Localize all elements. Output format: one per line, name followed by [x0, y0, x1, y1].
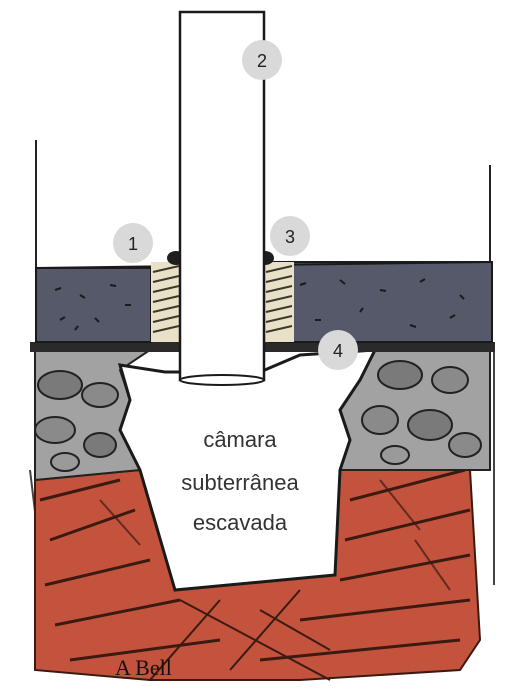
- gravel-layer-right: [338, 349, 491, 471]
- artist-signature: A Bell: [115, 655, 172, 680]
- concrete-slab-right: [269, 261, 493, 343]
- svg-text:1: 1: [128, 234, 138, 254]
- chamber-label-line-1: câmara: [203, 427, 277, 452]
- svg-text:2: 2: [257, 51, 267, 71]
- excavated-chamber: [117, 348, 378, 592]
- svg-text:4: 4: [333, 341, 343, 361]
- chamber-label-line-2: subterrânea: [181, 470, 299, 495]
- expansion-joint-left: [151, 262, 181, 342]
- chamber-label-line-3: escavada: [193, 510, 288, 535]
- svg-text:3: 3: [285, 227, 295, 247]
- callout-1: 1: [113, 223, 153, 263]
- concrete-slab-left: [35, 267, 152, 343]
- callout-2: 2: [242, 40, 282, 80]
- gravel-layer-left: [34, 349, 154, 482]
- callout-4: 4: [318, 330, 358, 370]
- callout-3: 3: [270, 216, 310, 256]
- expansion-joint-right: [264, 262, 294, 342]
